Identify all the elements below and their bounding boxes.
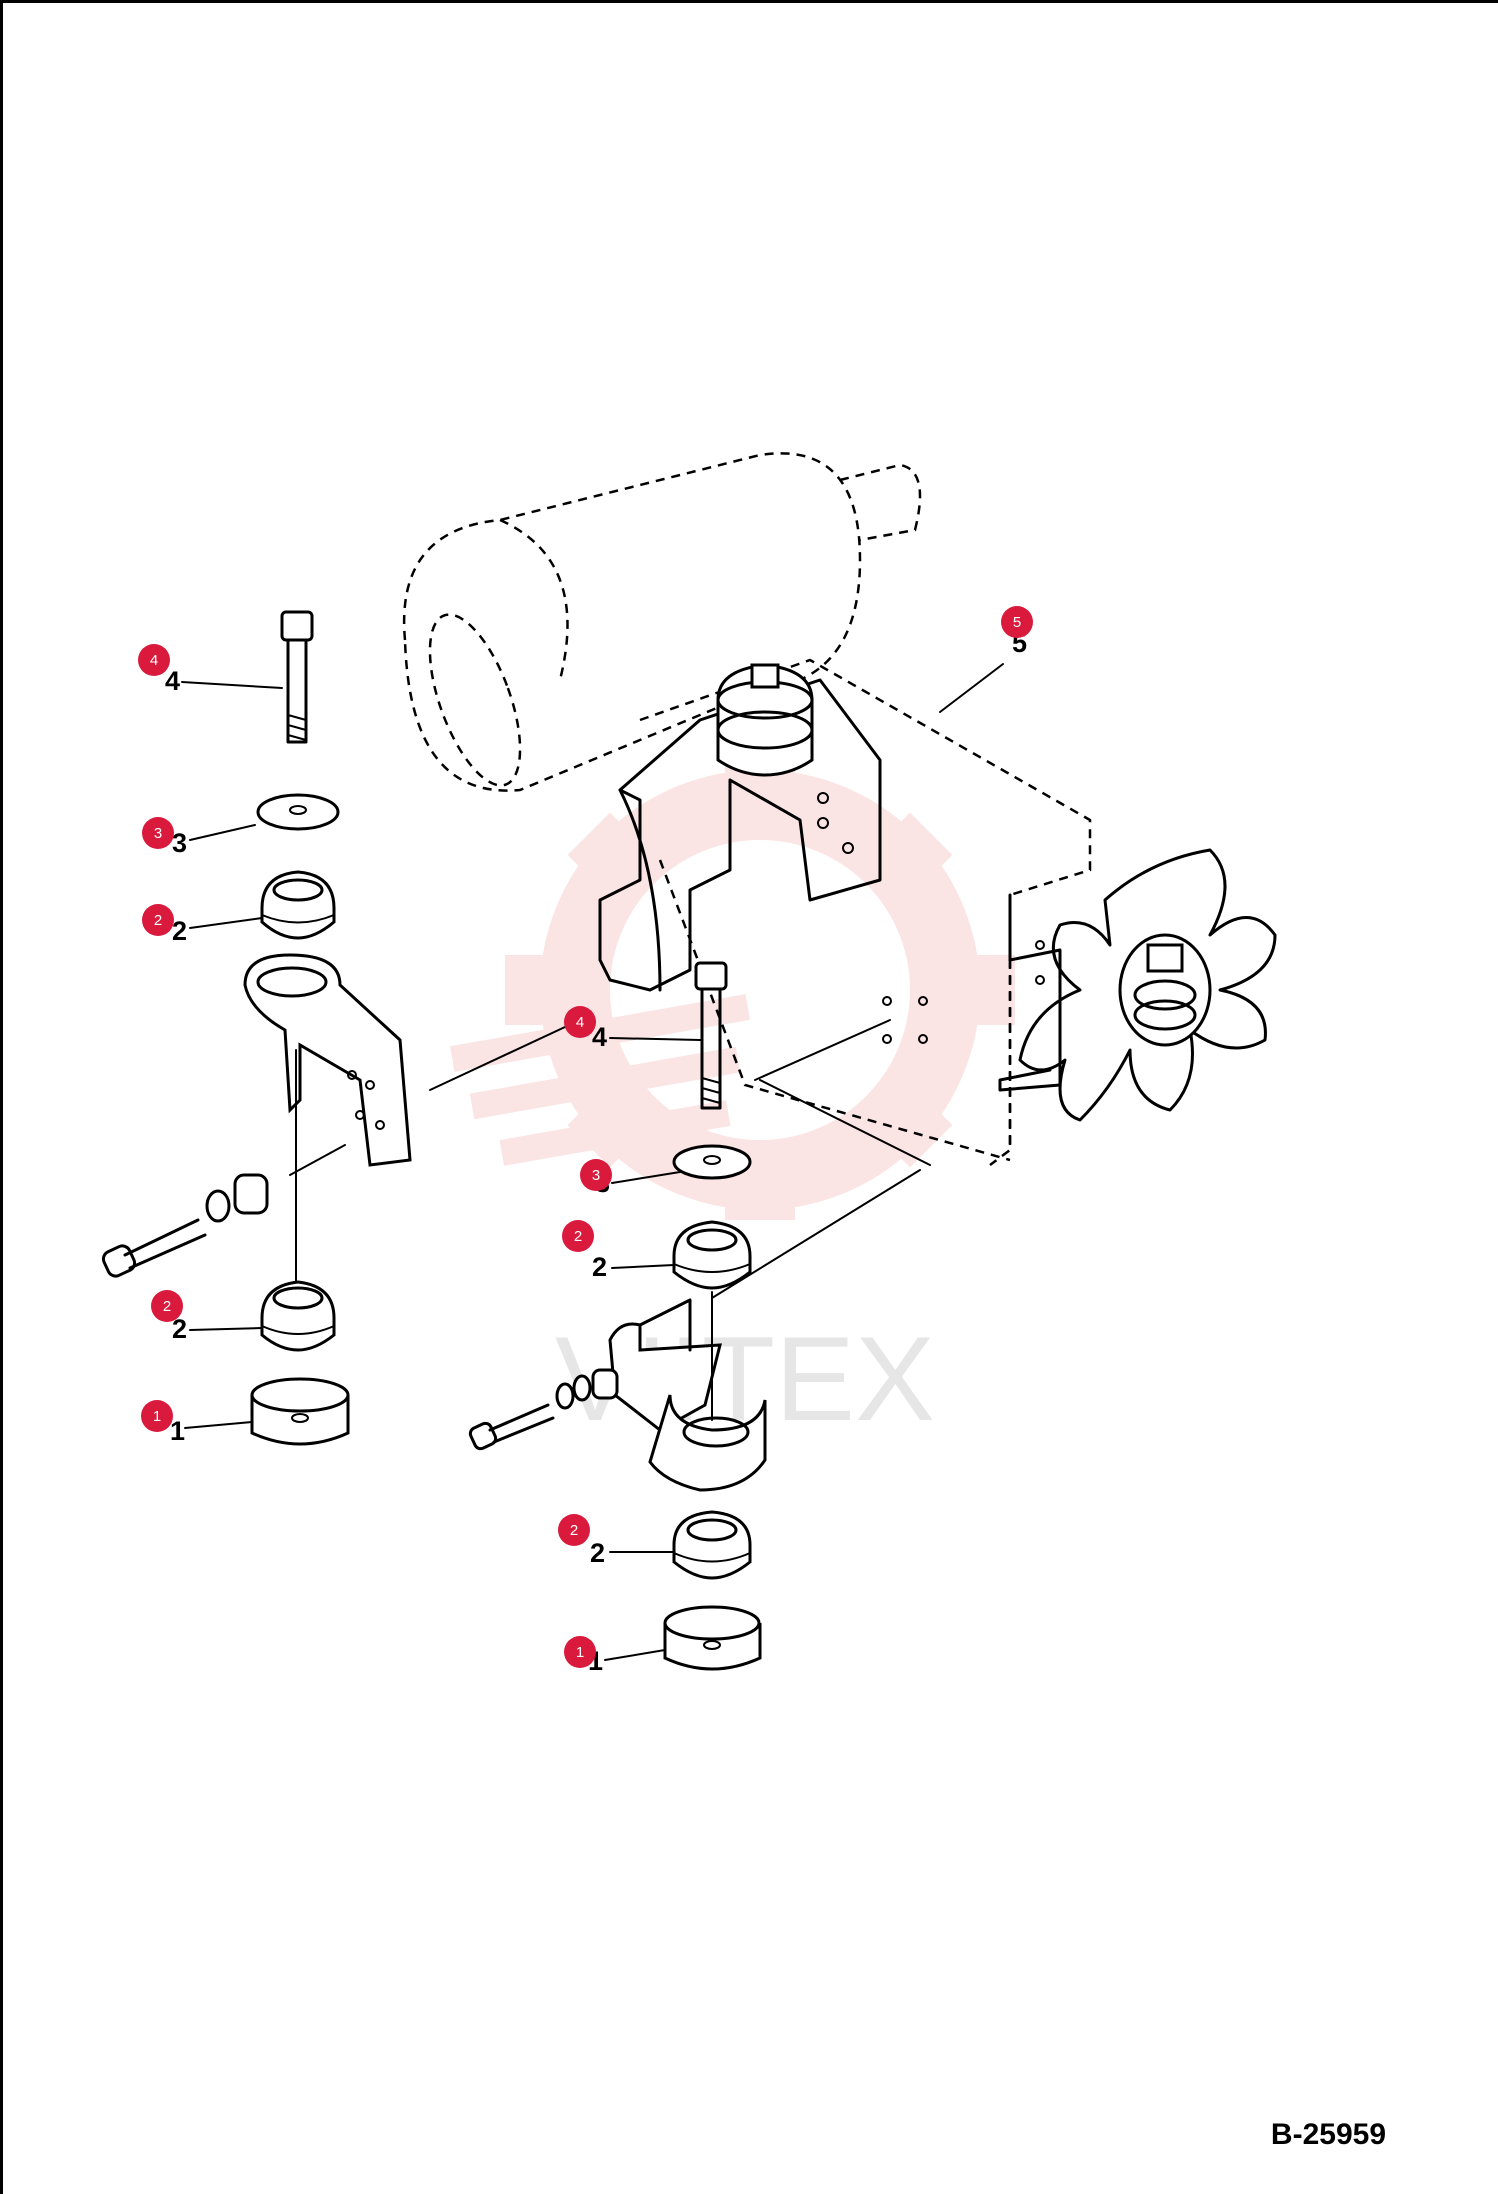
left-washer-part-3 [256,793,340,831]
left-centerline [289,1049,346,1283]
badge-part-2-left-upper[interactable]: 2 [142,904,174,936]
left-horizontal-bolt [101,1173,269,1278]
badge-part-1-right[interactable]: 1 [564,1636,596,1668]
label-part-2-right-upper: 2 [592,1252,607,1282]
svg-text:2: 2 [570,1522,578,1539]
badge-part-2-right-lower[interactable]: 2 [558,1514,590,1546]
svg-text:2: 2 [163,1298,171,1315]
label-part-2-left-lower: 2 [172,1314,187,1344]
right-cup-part-1 [663,1605,762,1671]
right-mount-bracket [608,1298,767,1492]
label-part-3-left: 3 [172,828,187,858]
svg-text:1: 1 [153,1408,161,1425]
badge-part-3-right[interactable]: 3 [580,1159,612,1191]
badge-part-2-right-upper[interactable]: 2 [562,1220,594,1252]
label-part-2-right-lower: 2 [590,1538,605,1568]
label-part-1-left: 1 [170,1416,185,1446]
right-engine-link-line [711,1019,931,1299]
badge-part-1-left[interactable]: 1 [141,1400,173,1432]
label-part-2-left-upper: 2 [172,916,187,946]
drawing-code: B-25959 [1270,2118,1386,2151]
badge-part-3-left[interactable]: 3 [142,817,174,849]
left-cup-part-1 [250,1377,350,1446]
left-mount-bracket [243,953,412,1167]
svg-text:1: 1 [576,1644,584,1661]
right-horizontal-bolt [468,1368,619,1451]
left-lower-rubber-mount-part-2 [260,1280,336,1352]
right-lower-rubber-mount-part-2 [672,1510,752,1580]
left-bolt-part-4 [280,610,314,744]
label-part-4-left: 4 [165,666,180,696]
cooling-fan [1018,848,1277,1122]
left-upper-rubber-mount-part-2 [260,870,336,940]
svg-text:4: 4 [576,1014,584,1031]
svg-text:4: 4 [150,652,158,669]
engine-assembly [402,452,1277,1166]
badge-part-2-left-lower[interactable]: 2 [151,1290,183,1322]
badge-part-4-right[interactable]: 4 [564,1006,596,1038]
right-washer-part-3 [672,1144,752,1180]
svg-text:5: 5 [1013,614,1021,631]
svg-text:3: 3 [154,825,162,842]
svg-text:3: 3 [592,1167,600,1184]
leader-lines [181,663,1004,1661]
badge-part-5[interactable]: 5 [1001,606,1033,638]
left-engine-link-line [429,1019,581,1091]
svg-text:2: 2 [154,912,162,929]
right-bolt-part-4 [694,961,728,1110]
badge-part-4-left[interactable]: 4 [138,644,170,676]
right-upper-rubber-mount-part-2 [672,1220,752,1290]
svg-text:2: 2 [574,1228,582,1245]
label-part-4-right: 4 [592,1022,607,1052]
